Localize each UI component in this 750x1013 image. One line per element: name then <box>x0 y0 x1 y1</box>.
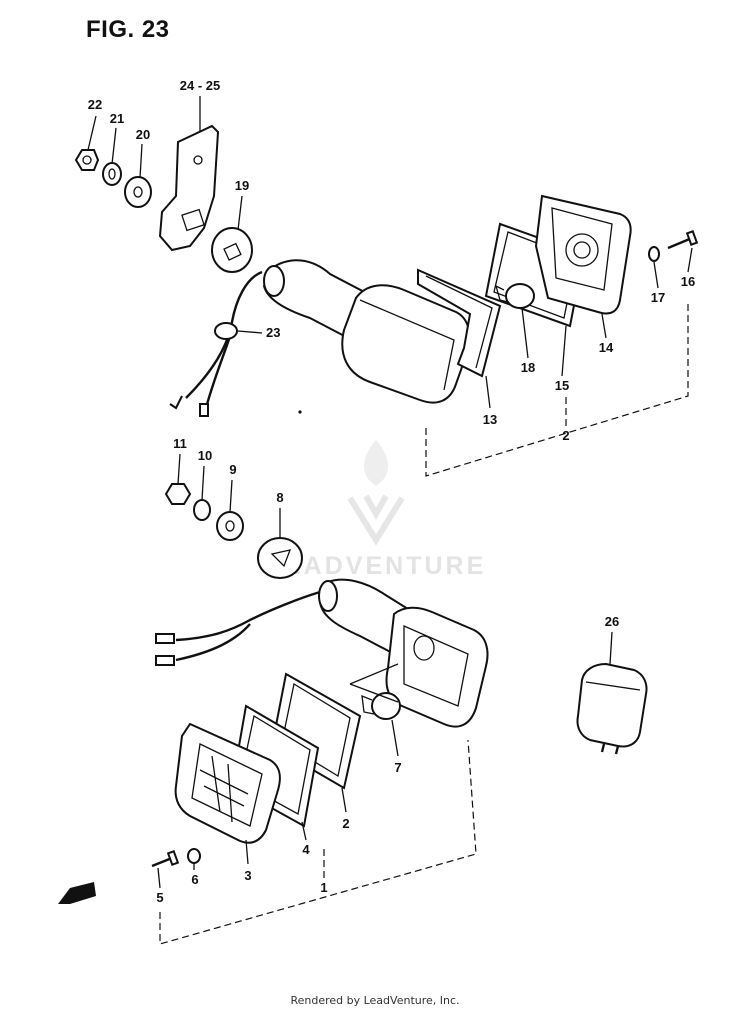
bulb-part-18 <box>494 283 535 309</box>
bulb-part-7 <box>349 663 401 720</box>
screw-part-5 <box>151 850 180 868</box>
footer-credit: Rendered by LeadVenture, Inc. <box>290 994 460 1007</box>
grommet-part-23 <box>214 322 238 340</box>
callout-6: 6 <box>191 872 198 887</box>
gasket-part-2 <box>270 672 362 790</box>
callout-9: 9 <box>229 462 236 477</box>
callout-2-lower: 2 <box>342 816 349 831</box>
bracket-slot <box>181 208 205 232</box>
callout-22: 22 <box>88 97 102 112</box>
grommet-part-19 <box>211 227 253 273</box>
gasket-part-13 <box>417 268 502 378</box>
lens-part-14 <box>534 194 632 315</box>
washer-part-9 <box>216 511 244 541</box>
upper-terminal-a <box>169 395 183 410</box>
callout-14: 14 <box>599 340 614 355</box>
callout-2-upper: 2 <box>562 428 569 443</box>
callout-23: 23 <box>266 325 280 340</box>
lower-terminal-b <box>155 655 175 666</box>
upper-wire <box>185 270 263 399</box>
lower-turn-signal-housing <box>318 578 489 728</box>
callout-4: 4 <box>302 842 310 857</box>
callout-18: 18 <box>521 360 535 375</box>
callout-10: 10 <box>198 448 212 463</box>
watermark-logo-icon <box>347 440 405 546</box>
callout-20: 20 <box>136 127 150 142</box>
grommet-part-8 <box>257 537 303 579</box>
lower-terminal-a <box>155 633 175 644</box>
callout-21: 21 <box>110 111 124 126</box>
upper-terminal-b <box>199 403 209 417</box>
callout-1: 1 <box>320 880 327 895</box>
callout-24-25: 24 - 25 <box>180 78 220 93</box>
callout-15: 15 <box>555 378 569 393</box>
bracket-part <box>158 124 220 252</box>
front-arrow-icon <box>58 882 96 904</box>
lens-part-3 <box>174 722 281 844</box>
lower-wire-2 <box>175 623 251 662</box>
callout-3: 3 <box>244 868 251 883</box>
lock-washer-part-10 <box>193 499 211 521</box>
nut-part-22 <box>74 149 100 171</box>
dot-mark <box>298 410 302 414</box>
washer-part-20 <box>124 176 152 208</box>
screw-part-16 <box>667 230 699 250</box>
figure-title: FIG. 23 <box>86 16 170 43</box>
callout-5: 5 <box>156 890 163 905</box>
lock-washer-part-21 <box>102 162 122 186</box>
callout-8: 8 <box>276 490 283 505</box>
relay-part-26 <box>576 662 648 755</box>
nut-part-11 <box>164 483 192 505</box>
upper-leader-lines <box>87 96 693 477</box>
lower-leader-lines <box>157 453 613 945</box>
callout-19: 19 <box>235 178 249 193</box>
callout-17: 17 <box>651 290 665 305</box>
callout-13: 13 <box>483 412 497 427</box>
washer-part-6 <box>187 848 201 864</box>
callout-11: 11 <box>173 436 187 451</box>
callout-26: 26 <box>605 614 619 629</box>
bracket-hole <box>193 155 203 165</box>
washer-part-17 <box>648 246 660 262</box>
callout-16: 16 <box>681 274 695 289</box>
lower-wire <box>175 590 321 642</box>
upper-turn-signal-housing <box>262 259 471 404</box>
callout-7: 7 <box>394 760 401 775</box>
